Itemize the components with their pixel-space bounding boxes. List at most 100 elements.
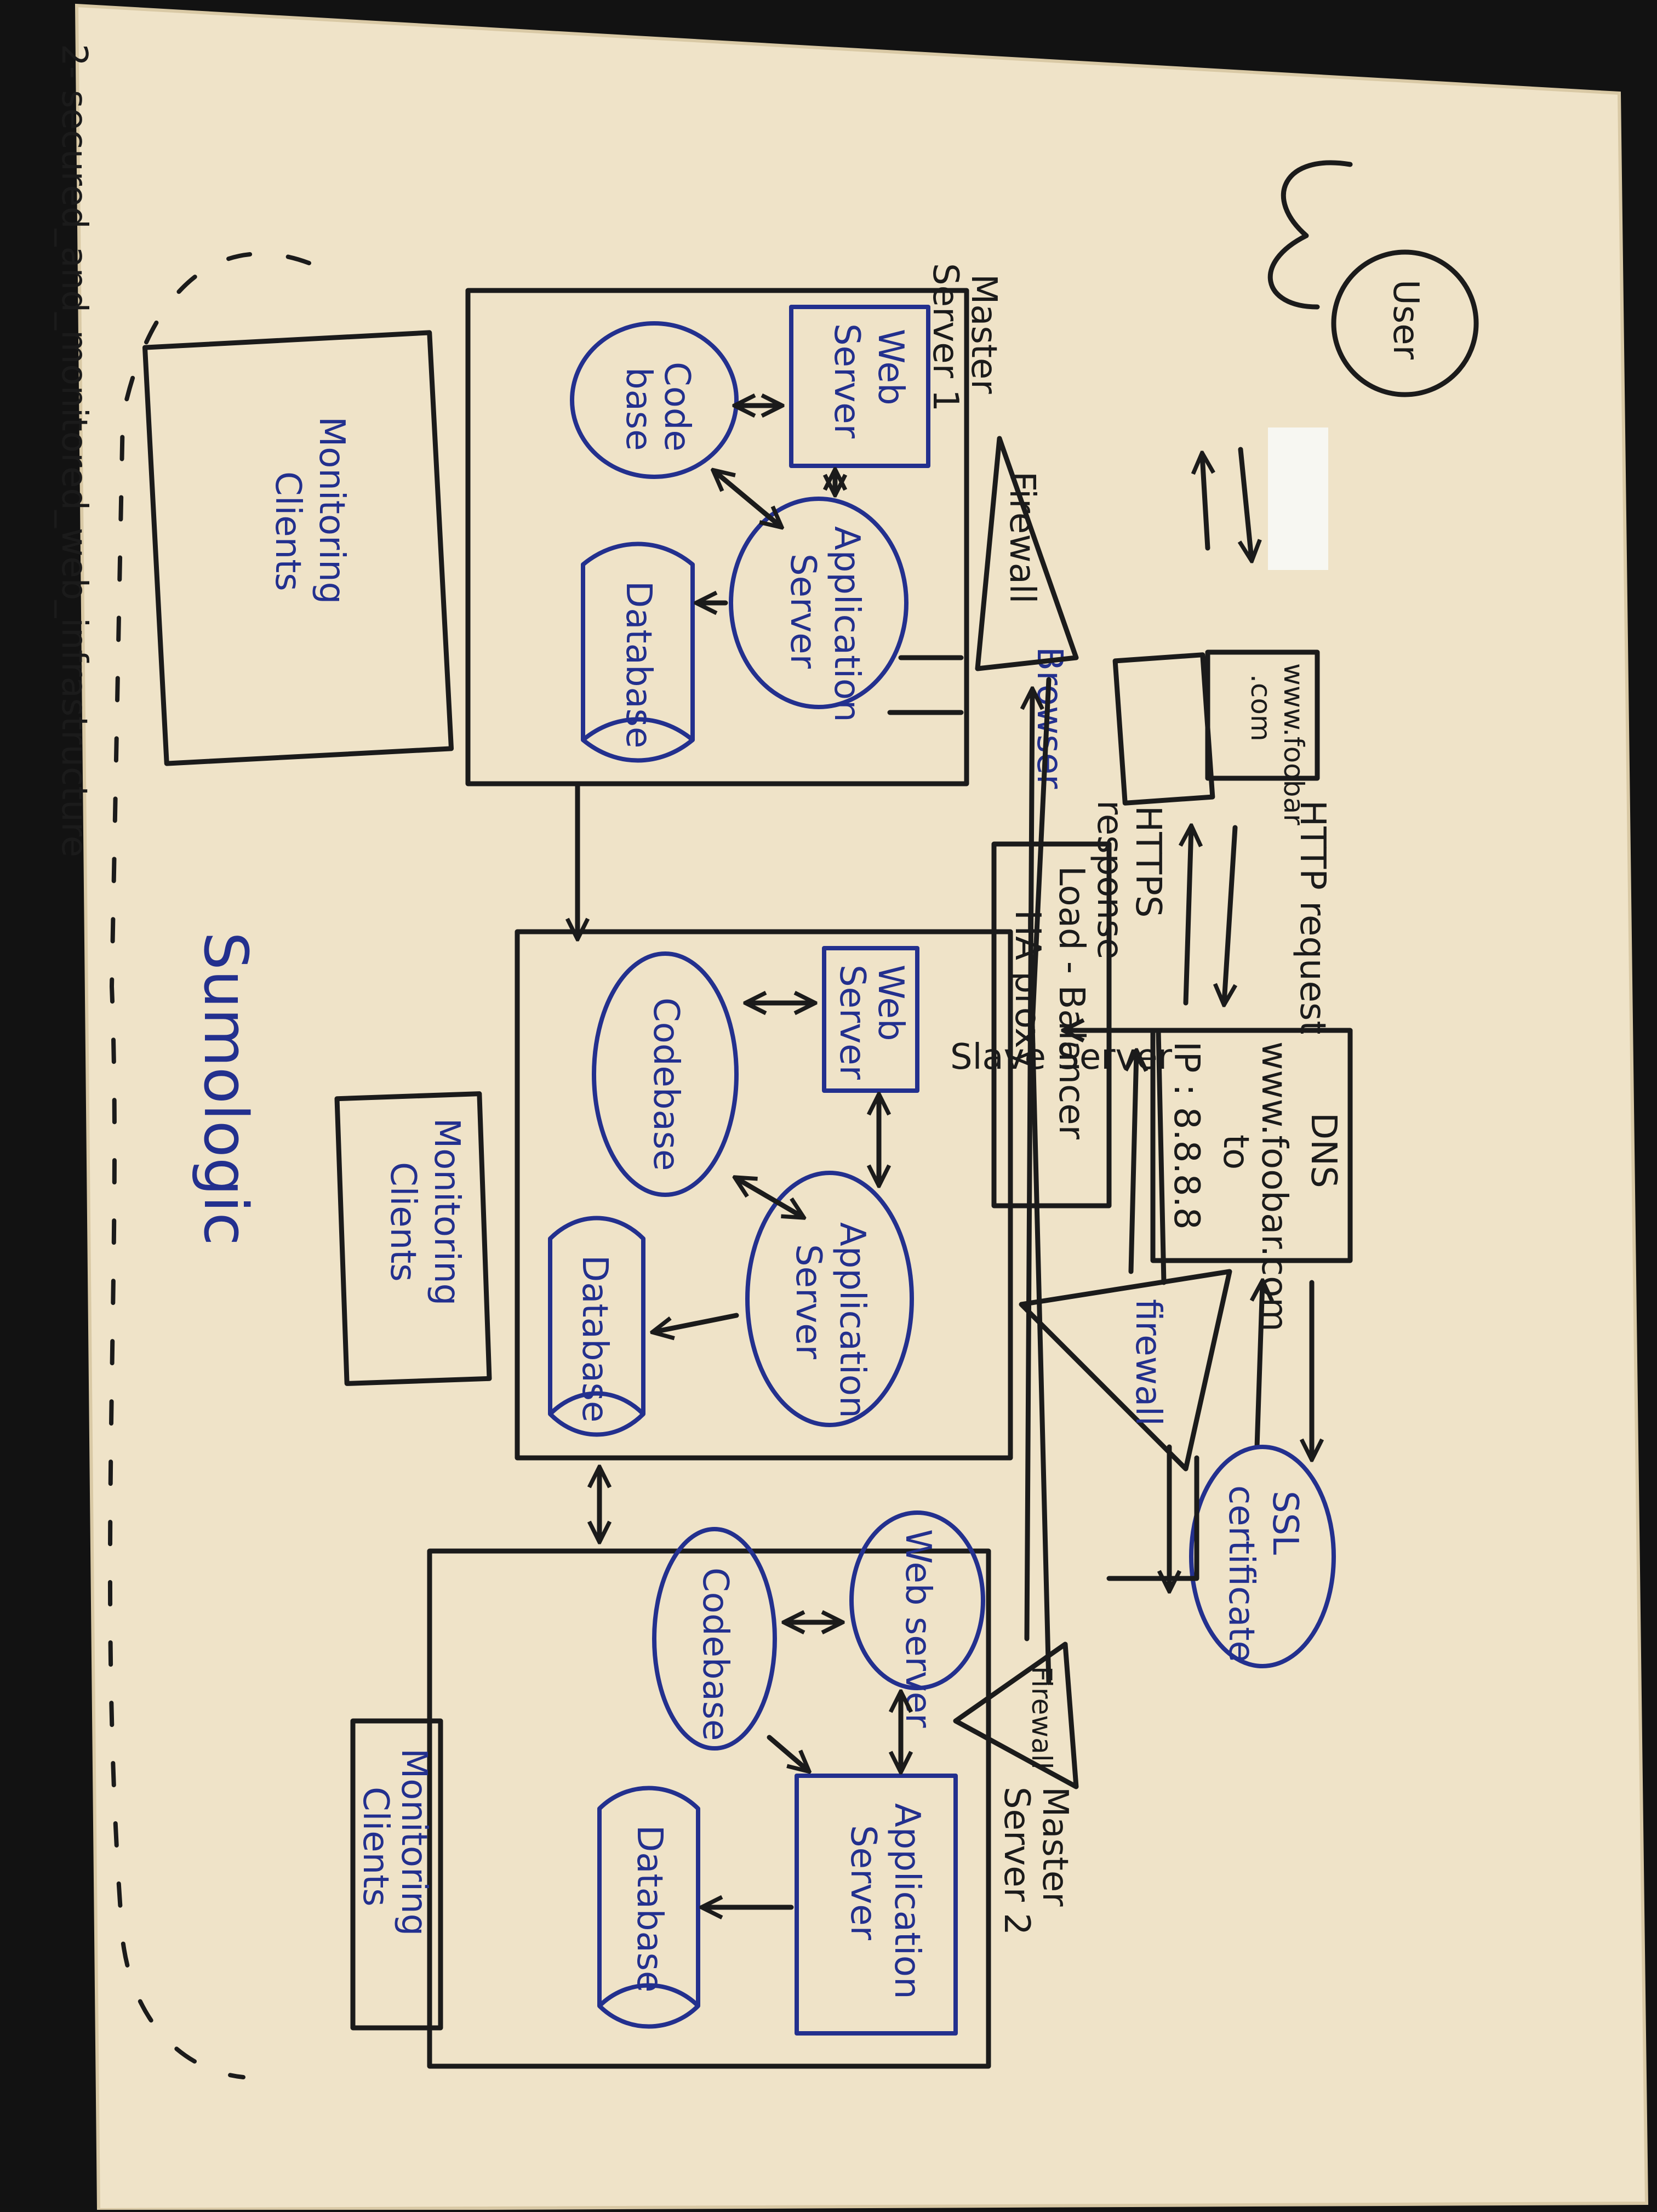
arrow-slave-code-app [736, 1178, 802, 1217]
https-label-line1: HTTPS [1128, 806, 1168, 917]
arrow-ssl-dns [1257, 1282, 1262, 1450]
dns-line1: www.foobar.com [1254, 1041, 1294, 1332]
arrow-browser-user [1202, 455, 1208, 551]
firewall-master1-node: Firewall [975, 436, 1079, 671]
master2-node: Master Server 2 Web server Codebase Appl… [350, 1510, 1079, 2069]
master1-db-label: Database [618, 581, 659, 748]
user-hair-scribble [1267, 160, 1353, 310]
slave-monitoring-box [334, 1091, 492, 1386]
master1-monitoring-line1: Monitoring [311, 417, 352, 604]
user-node: User [1267, 160, 1479, 397]
master2-db-cylinder [597, 1786, 700, 2029]
browser-screen-line1: www.foobar [1278, 663, 1310, 825]
slave-box [515, 929, 1013, 1461]
arrow-user-browser [1241, 447, 1252, 559]
master2-db-label: Database [629, 1825, 670, 1992]
master2-web-label: Web server [898, 1529, 938, 1728]
master1-monitoring-box [142, 330, 454, 766]
slave-code-ellipse [592, 951, 739, 1197]
user-circle [1331, 249, 1479, 397]
whiteout-patch [1268, 427, 1328, 570]
sumologic-dashed-boundary [107, 252, 311, 2079]
slave-monitoring-line1: Monitoring [426, 1118, 467, 1305]
slave-node: Slave Server Web Server Codebase Applica… [334, 929, 1173, 1461]
slave-db-label: Database [574, 1255, 615, 1422]
master1-code-line1: Code [656, 362, 697, 452]
load-balancer-line2: HA proxy [1007, 910, 1048, 1069]
firewall-master1-label: Firewall [1002, 471, 1042, 603]
master1-title-line2: Server 1 [925, 263, 965, 412]
master2-title-line1: Master [1035, 1787, 1075, 1907]
dns-line2: to [1215, 1134, 1256, 1170]
backbone-line-b [1027, 691, 1032, 1641]
master2-title-line2: Server 2 [996, 1787, 1037, 1935]
slave-web-line1b: Server [832, 965, 872, 1080]
http-request-label: HTTP request [1292, 800, 1333, 1034]
dns-title: DNS [1303, 1113, 1344, 1188]
ssl-line2: certificate [1221, 1485, 1261, 1662]
master2-monitoring-line2: Clients [355, 1787, 396, 1907]
master2-app-box [795, 1774, 958, 2036]
arrow-lb-firewall [1131, 1052, 1136, 1274]
master1-app-ellipse [729, 497, 909, 709]
browser-node: www.foobar .com Browser [1029, 647, 1320, 825]
master2-box [427, 1548, 991, 2069]
diagram-title: 2- secured_and_monitored_web_infrastruct… [54, 44, 94, 857]
master1-app-line2: Server [782, 554, 823, 669]
master1-web-line2: Server [826, 323, 867, 439]
user-label: User [1385, 280, 1426, 360]
firewall-lb-label: firewall [1128, 1299, 1168, 1426]
master2-monitoring-box [350, 1718, 443, 2031]
firewall-master1-triangle [975, 436, 1079, 671]
arrow-https-response [1186, 828, 1191, 1006]
arrow-m1-code-app [715, 471, 780, 526]
firewall-lb-triangle [1019, 1269, 1232, 1472]
arrow-firewall-lb [1065, 1030, 1167, 1285]
master1-title-line1: Master [963, 274, 1004, 394]
line-ssl-firewall [1106, 1455, 1199, 1581]
firewall-master2-label: Firewall [1026, 1666, 1058, 1770]
diagram-group: 2- secured_and_monitored_web_infrastruct… [54, 44, 1479, 2079]
master1-db-cylinder [581, 541, 695, 763]
m1-firewall-links [887, 655, 964, 715]
sumologic-label: Sumologic [191, 932, 261, 1246]
slave-app-ellipse [745, 1171, 914, 1427]
arrow-http-request [1224, 825, 1238, 1003]
load-balancer-line1: Load - Balancer [1051, 866, 1092, 1140]
master1-monitoring-line2: Clients [267, 471, 308, 591]
master2-code-ellipse [652, 1527, 777, 1751]
master1-code-line2: base [618, 367, 659, 451]
master1-web-box [789, 305, 930, 468]
slave-monitoring-line2: Clients [382, 1162, 423, 1282]
arrow-slave-app-db [654, 1313, 739, 1332]
ssl-ellipse [1189, 1445, 1336, 1668]
dns-box [1150, 1028, 1353, 1263]
master2-monitoring-line1: Monitoring [393, 1748, 434, 1936]
dns-line3: IP : 8.8.8.8 [1166, 1041, 1207, 1230]
slave-web-box [822, 946, 919, 1093]
arrow-m2-code-app [767, 1735, 808, 1770]
paper-edge [75, 3, 1649, 2212]
master2-code-label: Codebase [695, 1567, 735, 1741]
master1-web-line1: Web [870, 329, 911, 406]
slave-db-cylinder [548, 1216, 645, 1437]
load-balancer-node: Load - Balancer HA proxy [991, 841, 1112, 1208]
slave-web-line1: Web [870, 965, 911, 1041]
master1-node: Master Server 1 Web Server Code base App… [142, 263, 1004, 786]
load-balancer-box [991, 841, 1112, 1208]
master2-web-ellipse [849, 1510, 985, 1690]
ssl-node: SSL certificate [1189, 1445, 1336, 1668]
slave-code-label: Codebase [645, 997, 686, 1171]
slave-title: Slave Server [950, 1037, 1173, 1078]
firewall-master2-triangle [953, 1641, 1079, 1789]
slave-app-line1: Application [832, 1222, 872, 1418]
master1-app-line1: Application [826, 526, 867, 722]
ssl-line1: SSL [1265, 1491, 1305, 1555]
browser-screen-line2: .com [1245, 674, 1277, 742]
master2-app-line2: Server [843, 1825, 883, 1941]
slave-app-line2: Server [788, 1244, 828, 1360]
master1-box [465, 288, 969, 786]
master2-app-line1: Application [887, 1803, 927, 1999]
